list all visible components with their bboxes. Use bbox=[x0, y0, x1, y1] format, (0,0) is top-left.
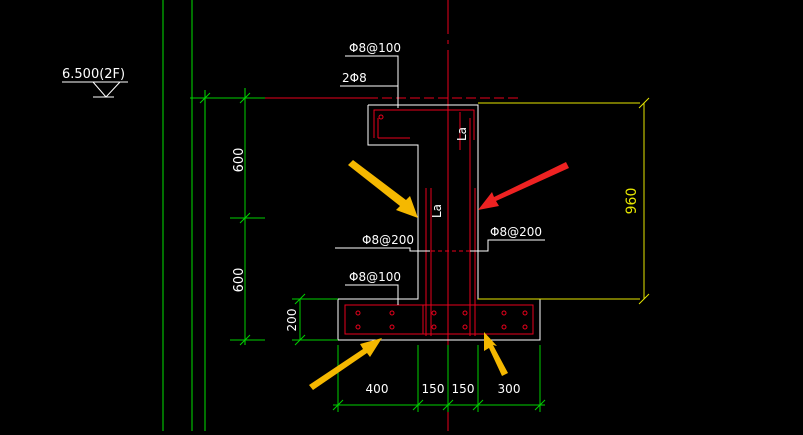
arrow-yellow-web bbox=[348, 160, 418, 218]
la-label-lower: La bbox=[430, 204, 444, 218]
dim-bottom-1: 400 bbox=[366, 382, 389, 396]
dim-left-lower: 600 bbox=[232, 268, 247, 293]
rebar bbox=[344, 109, 534, 336]
leaders bbox=[335, 55, 545, 305]
arrow-red-web bbox=[478, 162, 569, 210]
arrow-yellow-footing-right bbox=[484, 332, 508, 376]
right-dimension bbox=[638, 97, 650, 305]
label-top-longitudinal: 2Φ8 bbox=[342, 71, 367, 85]
bottom-dimension bbox=[332, 345, 546, 412]
label-web-left: Φ8@200 bbox=[362, 233, 414, 247]
rebar-dots bbox=[355, 114, 528, 330]
dim-left-upper: 600 bbox=[232, 148, 247, 173]
label-top-stirrup: Φ8@100 bbox=[349, 41, 401, 55]
arrow-yellow-footing-left bbox=[309, 338, 382, 390]
dim-right-height: 960 bbox=[624, 188, 640, 215]
left-dimension bbox=[190, 92, 265, 346]
dim-footing-height: 200 bbox=[285, 309, 299, 332]
bottom-dimension-texts: 400 150 150 300 bbox=[366, 382, 521, 396]
elevation-label: 6.500(2F) bbox=[62, 67, 125, 82]
dim-bottom-4: 300 bbox=[498, 382, 521, 396]
dim-bottom-3: 150 bbox=[452, 382, 475, 396]
grid-lines bbox=[162, 0, 246, 431]
label-footing-stirrup: Φ8@100 bbox=[349, 270, 401, 284]
dim-bottom-2: 150 bbox=[422, 382, 445, 396]
concrete-outline bbox=[337, 102, 640, 341]
footing-height-dimension bbox=[292, 293, 338, 346]
la-label-upper: La bbox=[455, 127, 469, 141]
label-web-right: Φ8@200 bbox=[490, 225, 542, 239]
elevation-marker: 6.500(2F) bbox=[62, 67, 128, 98]
